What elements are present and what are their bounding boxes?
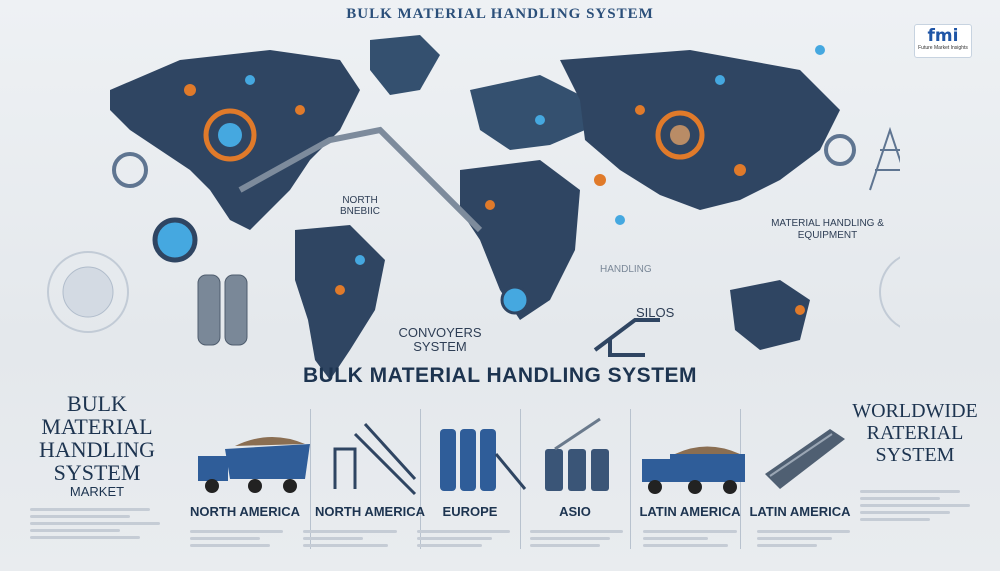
strip-fine-text [190,530,850,551]
region-label-4: ASIO [559,504,591,519]
equipment-strip: NORTH AMERICA NORTH AMERICA EUROPE ASIO … [180,404,860,564]
crane-icon [593,318,660,357]
world-map-illustration [47,35,900,380]
gear-icon-asia [655,110,705,160]
logo-mark: fmi [927,26,959,46]
storage-tanks-icon [545,417,609,491]
main-title: BULK MATERIAL HANDLING SYSTEM [302,364,698,387]
south-america-shape [295,225,385,380]
region-label-3: EUROPE [442,504,498,519]
conveyor-belt-icon [765,429,845,489]
target-icon [500,285,530,315]
region-label-2: NORTH AMERICA [314,504,425,519]
header-title: BULK MATERIAL HANDLING SYSTEM [346,6,654,22]
left-fine-text [30,508,170,543]
left-panel-subtitle: MARKET [69,484,125,499]
logo-subtitle: Future Market Insights [918,45,968,51]
greenland-shape [370,35,440,95]
right-globe-icon [879,256,900,328]
conveyor-tower-icon [333,422,417,496]
conveyor-icon [238,126,483,233]
fmi-logo: fmi Future Market Insights [914,24,972,58]
dump-truck-icon-2 [642,446,745,494]
small-gear-icon [112,152,148,188]
left-panel-title: BULK MATERIAL HANDLING SYSTEM [38,391,156,485]
silo-cluster-icon [440,429,527,491]
silos-icon [197,274,248,346]
tower-icon [869,126,900,191]
equipment-illustrations [198,417,845,496]
region-label-5: LATIN AMERICA [639,504,741,519]
map-label-silos: SILOS [636,305,675,320]
right-fine-text [860,490,980,525]
map-label-conveyors: CONVOYERS SYSTEM [398,325,482,354]
region-label-1: NORTH AMERICA [189,504,300,519]
europe-shape [470,75,585,150]
sensor-icon [152,217,198,263]
map-label-handling: HANDLING [600,264,652,275]
small-gear-icon-right [824,134,856,166]
map-label-material: MATERIAL HANDLING & EQUIPMENT [771,218,884,241]
region-label-6: LATIN AMERICA [749,504,851,519]
australia-shape [730,280,810,350]
gear-icon [203,108,257,162]
map-label-north: NORTH BNEBIIC [339,195,380,217]
dump-truck-icon [198,436,310,493]
left-globe-icon [47,251,129,333]
right-panel-title: WORLDWIDE RATERIAL SYSTEM [852,400,978,466]
